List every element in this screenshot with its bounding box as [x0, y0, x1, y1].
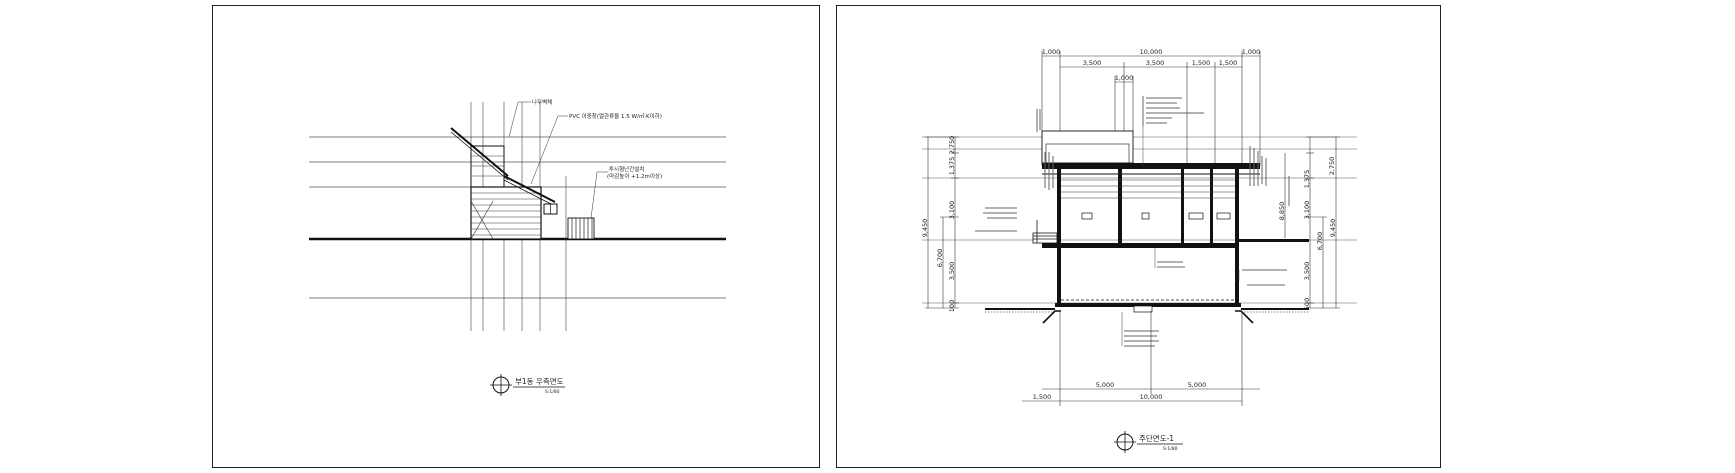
right-dim-c: 3,100: [1303, 201, 1311, 220]
left-dim-c: 3,100: [948, 201, 956, 220]
right-dim-outer: 9,450: [1329, 219, 1337, 238]
section-title-mark: [1114, 431, 1183, 453]
left-dim-e: 100: [948, 300, 956, 312]
elevation-scale: S:1/80: [545, 389, 560, 395]
note-railing-1: 투시형난간설치: [609, 165, 644, 173]
bottom-dim-2: 5,000: [1188, 381, 1207, 389]
right-dim-d: 3,500: [1303, 262, 1311, 281]
left-dim-outer: 9,450: [921, 219, 929, 238]
right-dim-a: 2,750: [1328, 157, 1336, 176]
left-dim-b: 1,375: [948, 157, 956, 176]
right-dim-mid: 6,700: [1316, 232, 1324, 251]
right-dim-b: 1,375: [1303, 170, 1311, 189]
left-dim-mid: 6,700: [936, 249, 944, 268]
section-title: 주단면도-1: [1139, 433, 1174, 443]
section-scale: S:1/80: [1163, 446, 1178, 452]
top-dim-2: 10,000: [1140, 48, 1163, 56]
top-dim-5: 3,500: [1146, 59, 1165, 67]
elevation-drawing: 나무벽체 PVC 이중창(열관류율 1.5 W/㎡·K이하) 투시형난간설치 (…: [309, 98, 726, 396]
top-dim-4: 3,500: [1083, 59, 1102, 67]
top-dim-7: 1,500: [1219, 59, 1238, 67]
top-dim-8: 1,000: [1115, 74, 1134, 82]
bottom-dim-4: 10,000: [1140, 393, 1163, 401]
note-window: PVC 이중창(열관류율 1.5 W/㎡·K이하): [569, 112, 662, 120]
elevation-title: 부1동 우측면도: [515, 376, 564, 386]
top-dim-6: 1,500: [1192, 59, 1211, 67]
left-dim-a: 2,750: [948, 136, 956, 155]
section-sheet: 1,000 10,000 1,000 3,500 3,500 1,500 1,5…: [836, 5, 1441, 468]
note-railing-2: (마감높이 +1.2m이상): [607, 172, 662, 180]
right-dim-extra: 8,850: [1278, 202, 1286, 221]
top-dim-3: 1,000: [1242, 48, 1261, 56]
elevation-title-mark: [490, 374, 565, 396]
elevation-sheet: 나무벽체 PVC 이중창(열관류율 1.5 W/㎡·K이하) 투시형난간설치 (…: [212, 5, 820, 468]
note-cladding: 나무벽체: [532, 98, 552, 106]
top-dim-1: 1,000: [1042, 48, 1061, 56]
left-dim-d: 3,500: [948, 262, 956, 281]
bottom-dim-3: 1,500: [1033, 393, 1052, 401]
right-dim-e: 500: [1303, 298, 1311, 310]
bottom-dim-1: 5,000: [1096, 381, 1115, 389]
section-drawing: 1,000 10,000 1,000 3,500 3,500 1,500 1,5…: [921, 48, 1357, 453]
